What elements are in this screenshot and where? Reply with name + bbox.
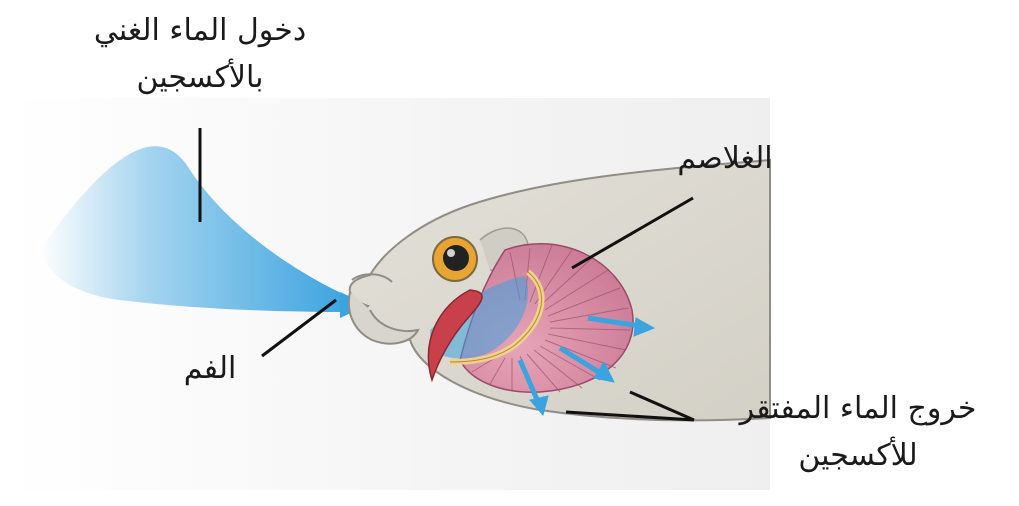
label-water-in-line1: دخول الماء الغني [40, 8, 360, 55]
label-water-out-line2: للأكسجين [700, 433, 1016, 480]
label-water-out-line1: خروج الماء المفتقر [700, 386, 1016, 433]
label-mouth: الفم [160, 346, 260, 393]
fish-pupil [443, 245, 469, 271]
label-water-in: دخول الماء الغني بالأكسجين [40, 8, 360, 101]
eye-highlight [447, 249, 455, 257]
label-gills: الغلاصم [640, 136, 810, 183]
label-water-in-line2: بالأكسجين [40, 55, 360, 102]
label-water-out: خروج الماء المفتقر للأكسجين [700, 386, 1016, 479]
